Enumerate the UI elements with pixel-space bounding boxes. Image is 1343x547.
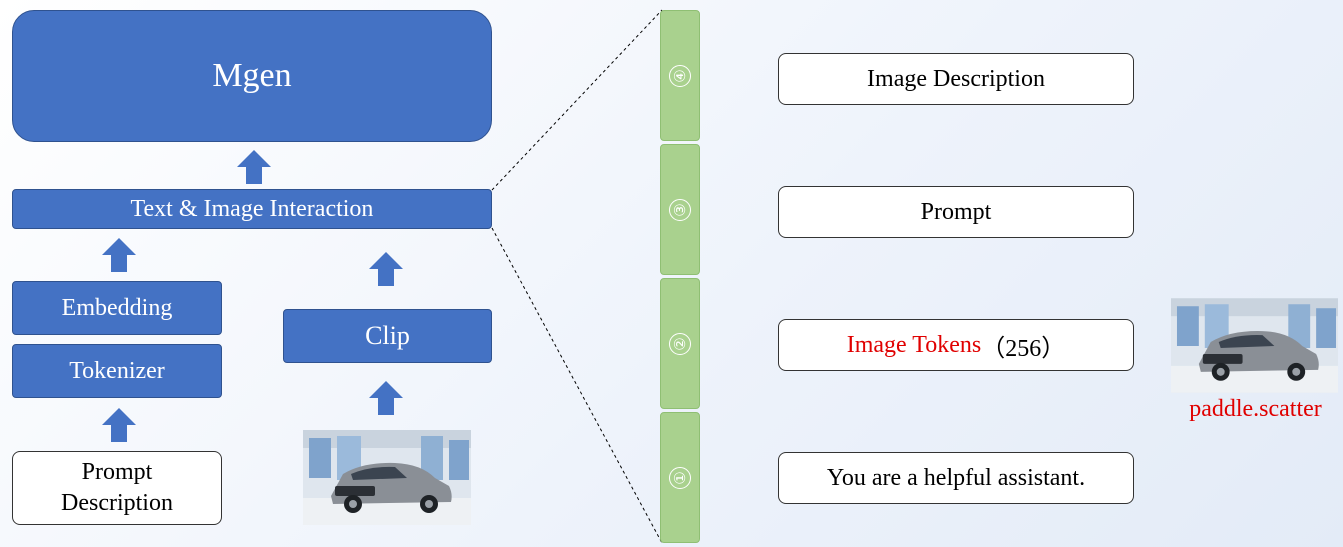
layer-segment-4: ④ [660,10,700,141]
image-description-label: Image Description [867,65,1045,92]
car-photo [303,430,471,525]
system-prompt-box: You are a helpful assistant. [778,452,1134,504]
layer-segment-1: ① [660,412,700,543]
paddle-scatter-label: paddle.scatter [1189,396,1322,422]
image-description-box: Image Description [778,53,1134,105]
layer-segment-3: ③ [660,144,700,275]
prompt-description-box: Prompt Description [12,451,222,525]
tokenizer-label: Tokenizer [69,357,165,384]
segment-number: ④ [669,64,691,87]
segment-number: ③ [669,198,691,221]
mgen-label: Mgen [212,57,292,94]
image-tokens-label: Image Tokens [846,331,982,358]
prompt-box: Prompt [778,186,1134,238]
system-prompt-label: You are a helpful assistant. [826,464,1086,491]
layer-segment-2: ② [660,278,700,409]
car-photo-thumbnail [1171,298,1338,393]
interaction-label: Text & Image Interaction [130,195,374,222]
clip-label: Clip [365,321,410,350]
clip-block: Clip [283,309,492,363]
embedding-label: Embedding [61,294,173,321]
embedding-block: Embedding [12,281,222,335]
prompt-label: Prompt [920,198,992,225]
segment-number: ② [669,332,691,355]
image-tokens-count: （256） [981,335,1066,362]
text-image-interaction-bar: Text & Image Interaction [12,189,492,229]
segment-number: ① [669,466,691,489]
image-tokens-box: Image Tokens （256） [778,319,1134,371]
tokenizer-block: Tokenizer [12,344,222,398]
mgen-block: Mgen [12,10,492,142]
prompt-description-label: Prompt Description [61,459,173,516]
